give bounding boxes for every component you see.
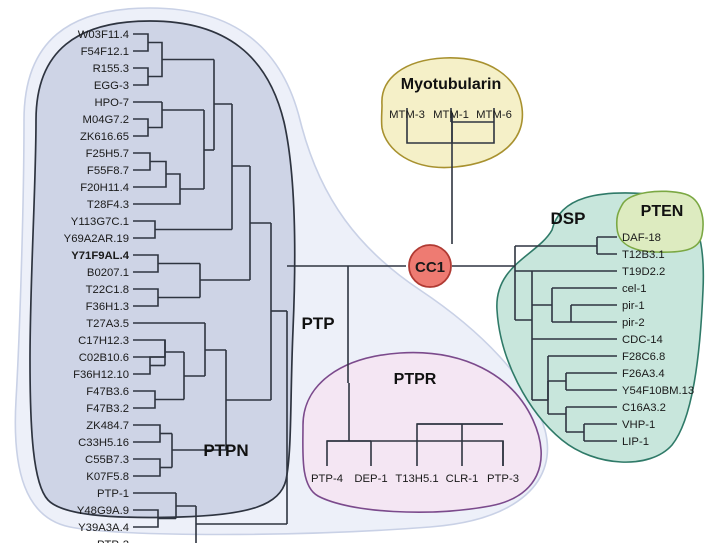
leaf-label: F47B3.6 [86, 386, 129, 398]
leaf-label: F55F8.7 [87, 165, 129, 177]
myotubularin-leaf-labels: MTM-3 MTM-1 MTM-6 [389, 109, 512, 121]
dsp-branches [498, 236, 617, 442]
cc1-circle[interactable] [408, 244, 452, 288]
leaf-label: C17H12.3 [78, 335, 129, 347]
leaf-label: T22C1.8 [86, 284, 129, 296]
leaf-label: T19D2.2 [622, 266, 665, 278]
leaf-label: DEP-1 [354, 473, 387, 485]
leaf-label: pir-1 [622, 300, 645, 312]
leaf-label: PTP-3 [487, 473, 519, 485]
leaf-label: C55B7.3 [85, 454, 129, 466]
leaf-label: C33H5.16 [78, 437, 129, 449]
leaf-label: Y113G7C.1 [71, 216, 129, 228]
blob-pten [615, 190, 704, 253]
leaf-label: T28F4.3 [87, 199, 129, 211]
leaf-label: F25H5.7 [86, 148, 129, 160]
leaf-label: HPO-7 [94, 97, 129, 109]
ptpr-leaf-labels: PTP-4 DEP-1 T13H5.1 CLR-1 PTP-3 [311, 473, 519, 485]
leaf-label: LIP-1 [622, 436, 649, 448]
leaf-label: T13H5.1 [395, 473, 438, 485]
group-label-myotubularin: Myotubularin [401, 76, 501, 93]
blob-myotubularin [380, 57, 524, 169]
leaf-label: W03F11.4 [78, 29, 129, 41]
leaf-label: T27A3.5 [86, 318, 129, 330]
leaf-label: Y54F10BM.13 [622, 385, 694, 397]
leaf-label: B0207.1 [87, 267, 129, 279]
leaf-label: cel-1 [622, 283, 647, 295]
leaf-label: M04G7.2 [83, 114, 129, 126]
group-blobs [14, 7, 705, 536]
group-label-ptpn: PTPN [203, 441, 248, 460]
leaf-label: DAF-18 [622, 232, 661, 244]
leaf-label: C02B10.6 [79, 352, 129, 364]
leaf-label: F47B3.2 [86, 403, 129, 415]
blob-ptpr [302, 351, 542, 513]
leaf-label: Y71F9AL.4 [71, 250, 129, 262]
leaf-label: K07F5.8 [86, 471, 129, 483]
leaf-label: Y39A3A.4 [78, 522, 129, 534]
group-label-ptp: PTP [301, 314, 334, 333]
leaf-label: VHP-1 [622, 419, 655, 431]
leaf-label: CDC-14 [622, 334, 663, 346]
leaf-label: Y69A2AR.19 [64, 233, 129, 245]
group-label-dsp: DSP [551, 209, 586, 228]
leaf-label: F26A3.4 [622, 368, 665, 380]
leaf-label: T12B3.1 [622, 249, 665, 261]
leaf-label: R155.3 [93, 63, 129, 75]
group-label-ptpr: PTPR [394, 371, 437, 388]
blob-ptpn [29, 20, 296, 519]
leaf-label: MTM-6 [476, 109, 512, 121]
leaf-label: F54F12.1 [81, 46, 129, 58]
group-label-pten: PTEN [641, 203, 684, 220]
leaf-label: pir-2 [622, 317, 645, 329]
myotubularin-branches [406, 108, 495, 144]
leaf-label: F28C6.8 [622, 351, 665, 363]
leaf-label: PTP-4 [311, 473, 343, 485]
leaf-label: EGG-3 [94, 80, 129, 92]
leaf-label: Y48G9A.9 [77, 505, 129, 517]
leaf-label: MTM-1 [433, 109, 469, 121]
leaf-label: F36H1.3 [86, 301, 129, 313]
ptpr-branches [326, 383, 504, 466]
leaf-label: ZK484.7 [86, 420, 129, 432]
leaf-label: CLR-1 [446, 473, 479, 485]
leaf-label: PTP-2 [97, 539, 129, 543]
ptpn-branches [133, 33, 288, 543]
root-node-cc1[interactable]: CC1 [408, 244, 452, 288]
cc1-label: CC1 [415, 259, 445, 276]
leaf-label: C16A3.2 [622, 402, 666, 414]
leaf-label: MTM-3 [389, 109, 425, 121]
leaf-label: F36H12.10 [73, 369, 129, 381]
leaf-label: ZK616.65 [80, 131, 129, 143]
ptpn-leaf-labels: W03F11.4F54F12.1R155.3EGG-3HPO-7M04G7.2Z… [64, 29, 130, 543]
leaf-label: F20H11.4 [80, 182, 129, 194]
leaf-label: PTP-1 [97, 488, 129, 500]
